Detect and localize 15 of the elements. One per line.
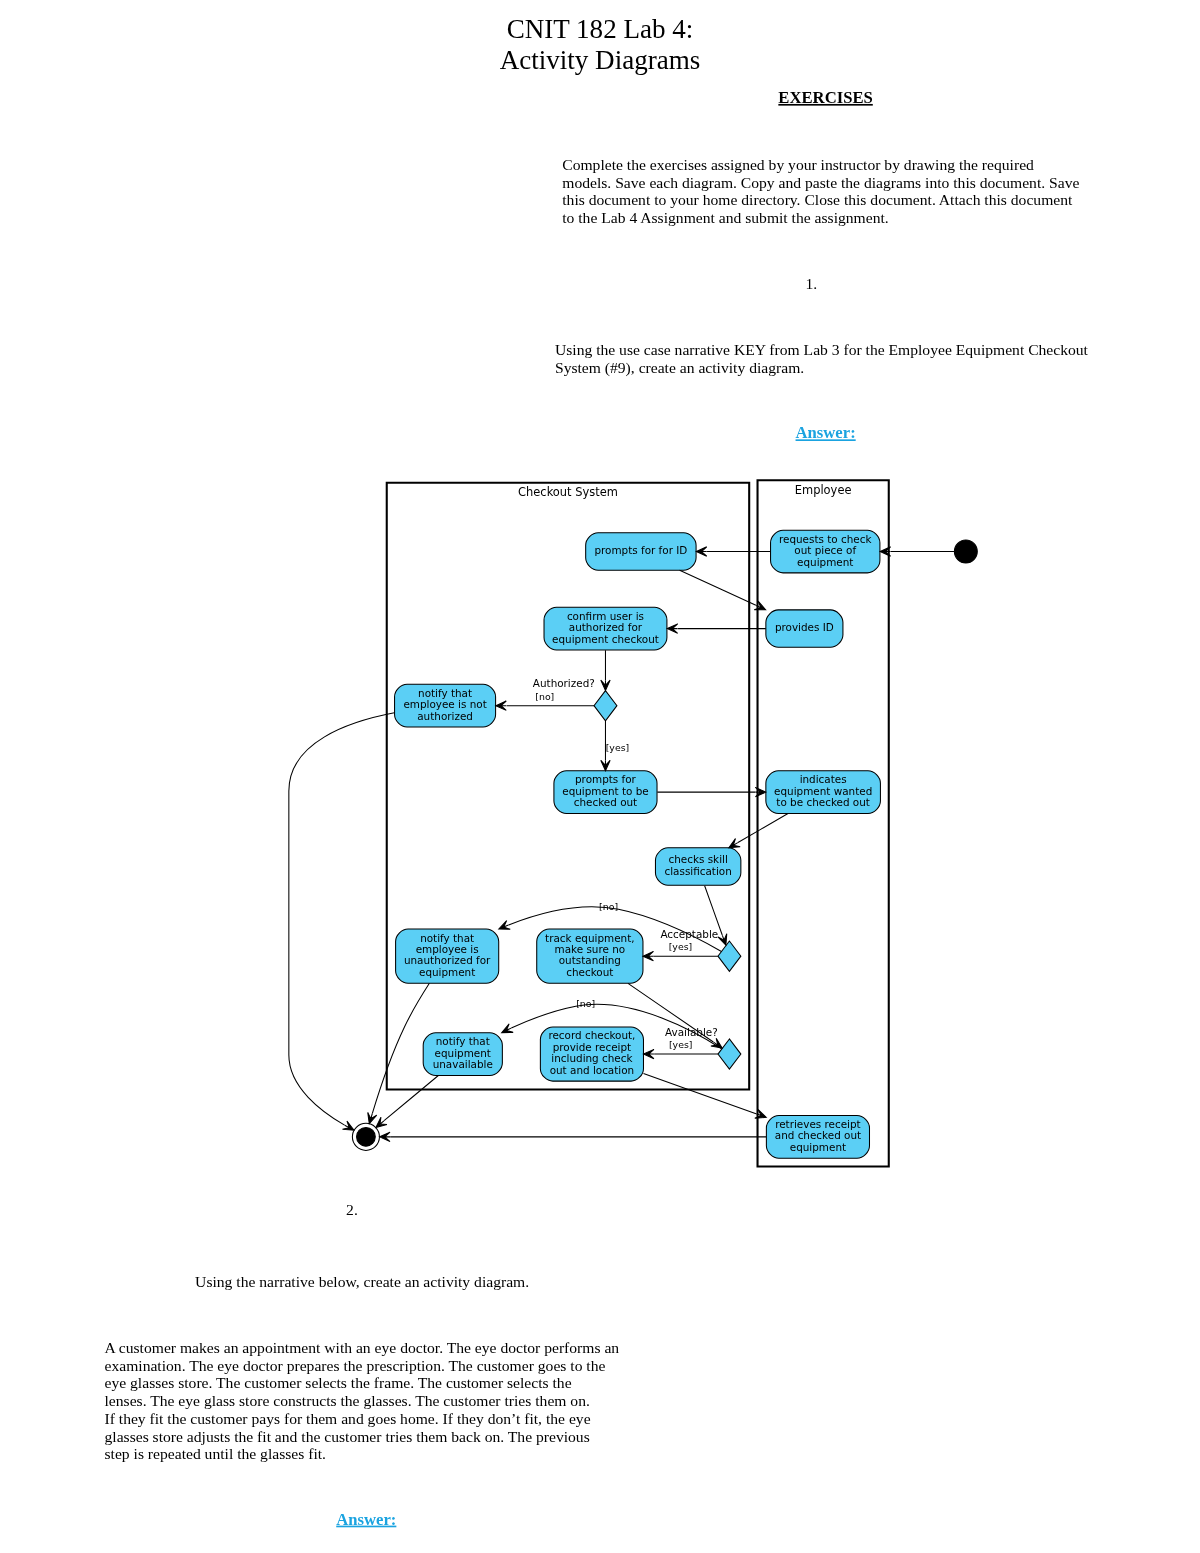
label: Using the narrative below, create an activity diagram. bbox=[195, 1272, 530, 1290]
label: Answer: bbox=[795, 423, 856, 443]
node-label: Authorized? bbox=[532, 677, 595, 690]
label: Answer: bbox=[336, 1509, 397, 1529]
label: Using the use case narrative KEY from Lab 3 for the Employee Equipment Checkout System (#9), create an activity diagram. bbox=[554, 341, 1088, 376]
diagram-title: CNIT 182 Lab 4: Activity Diagrams bbox=[499, 14, 701, 75]
label: Complete the exercises assigned by your instructor by drawing the required models. Save each diagram. Copy and paste the diagrams into this document. Save this document to your home directory. Close this document. Attach this document to the Lab 4 Assignment and submit the assignment. bbox=[562, 155, 1080, 226]
edge-label: [yes] bbox=[605, 742, 630, 754]
label: 1. bbox=[805, 275, 818, 293]
edge-label: [yes] bbox=[668, 1039, 693, 1051]
label: 2. bbox=[346, 1200, 358, 1218]
label: A customer makes an appointment with an eye doctor. The eye doctor performs an examination. The eye doctor prepares the prescription. The customer goes to the eye glasses store. The customer selects the frame. The customer selects the lenses. The eye glass store constructs the glasses. The customer tries them on. If they fit the customer pays for them and goes home. If they don’t fit, the eye glasses store adjusts the fit and the customer tries them back on. The previous step is repeated until the glasses fit. bbox=[104, 1338, 620, 1463]
edge-label: [no] bbox=[535, 690, 555, 702]
edge-label: [yes] bbox=[668, 941, 693, 953]
label: EXERCISES bbox=[778, 87, 873, 107]
